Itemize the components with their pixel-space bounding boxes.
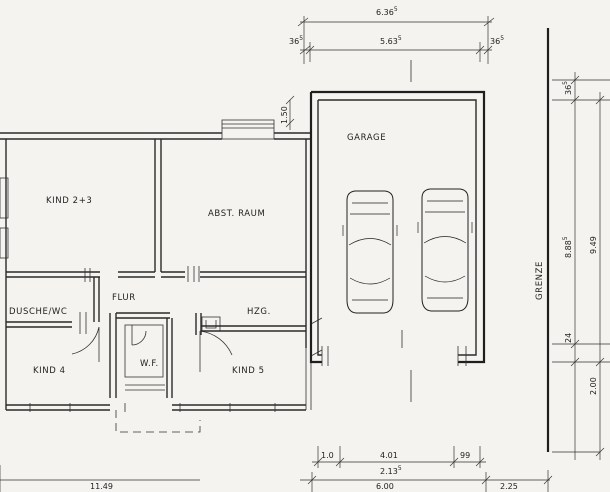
dim-top-right: 365 (490, 35, 504, 46)
dim-right-main: 8.885 (562, 236, 573, 258)
room-kind-4-label: KIND 4 (33, 366, 66, 376)
dim-garage-offset: 1.50 (280, 106, 289, 124)
room-kind-2-3-label: KIND 2+3 (46, 196, 92, 206)
room-garage-label: GARAGE (347, 133, 386, 143)
dim-bottom-left: 11.49 (90, 482, 113, 491)
room-wf-label: W.F. (140, 359, 159, 369)
house-walls (0, 119, 323, 433)
dim-top-left: 365 (289, 35, 303, 46)
dim-bottom-right: 2.25 (500, 482, 518, 491)
bottom-dimensions (0, 446, 553, 492)
dim-top-total: 6.365 (376, 6, 398, 17)
dim-right-small: 24 (564, 333, 573, 343)
boundary-label: GRENZE (535, 261, 545, 300)
room-kind-5-label: KIND 5 (232, 366, 265, 376)
dim-bottom-c: 99 (460, 451, 470, 460)
dim-bottom-mid: 2.135 (380, 465, 402, 476)
garage-structure (309, 60, 486, 402)
dim-right-total: 9.49 (589, 236, 598, 254)
car-right (417, 188, 473, 312)
dim-top-inner: 5.635 (380, 35, 402, 46)
dim-bottom-a: 1.0 (321, 451, 334, 460)
dim-bottom-total: 6.00 (376, 482, 394, 491)
room-dusche-wc-label: DUSCHE/WC (9, 307, 67, 317)
room-abst-raum-label: ABST. RAUM (208, 209, 265, 219)
right-dimensions (552, 72, 610, 460)
dim-right-top: 365 (562, 81, 573, 95)
room-hzg-label: HZG. (247, 307, 271, 317)
car-left (342, 190, 398, 314)
room-flur-label: FLUR (112, 293, 136, 303)
dim-right-bottom: 2.00 (589, 377, 598, 395)
top-dimensions (285, 16, 495, 130)
dim-bottom-b: 4.01 (380, 451, 398, 460)
